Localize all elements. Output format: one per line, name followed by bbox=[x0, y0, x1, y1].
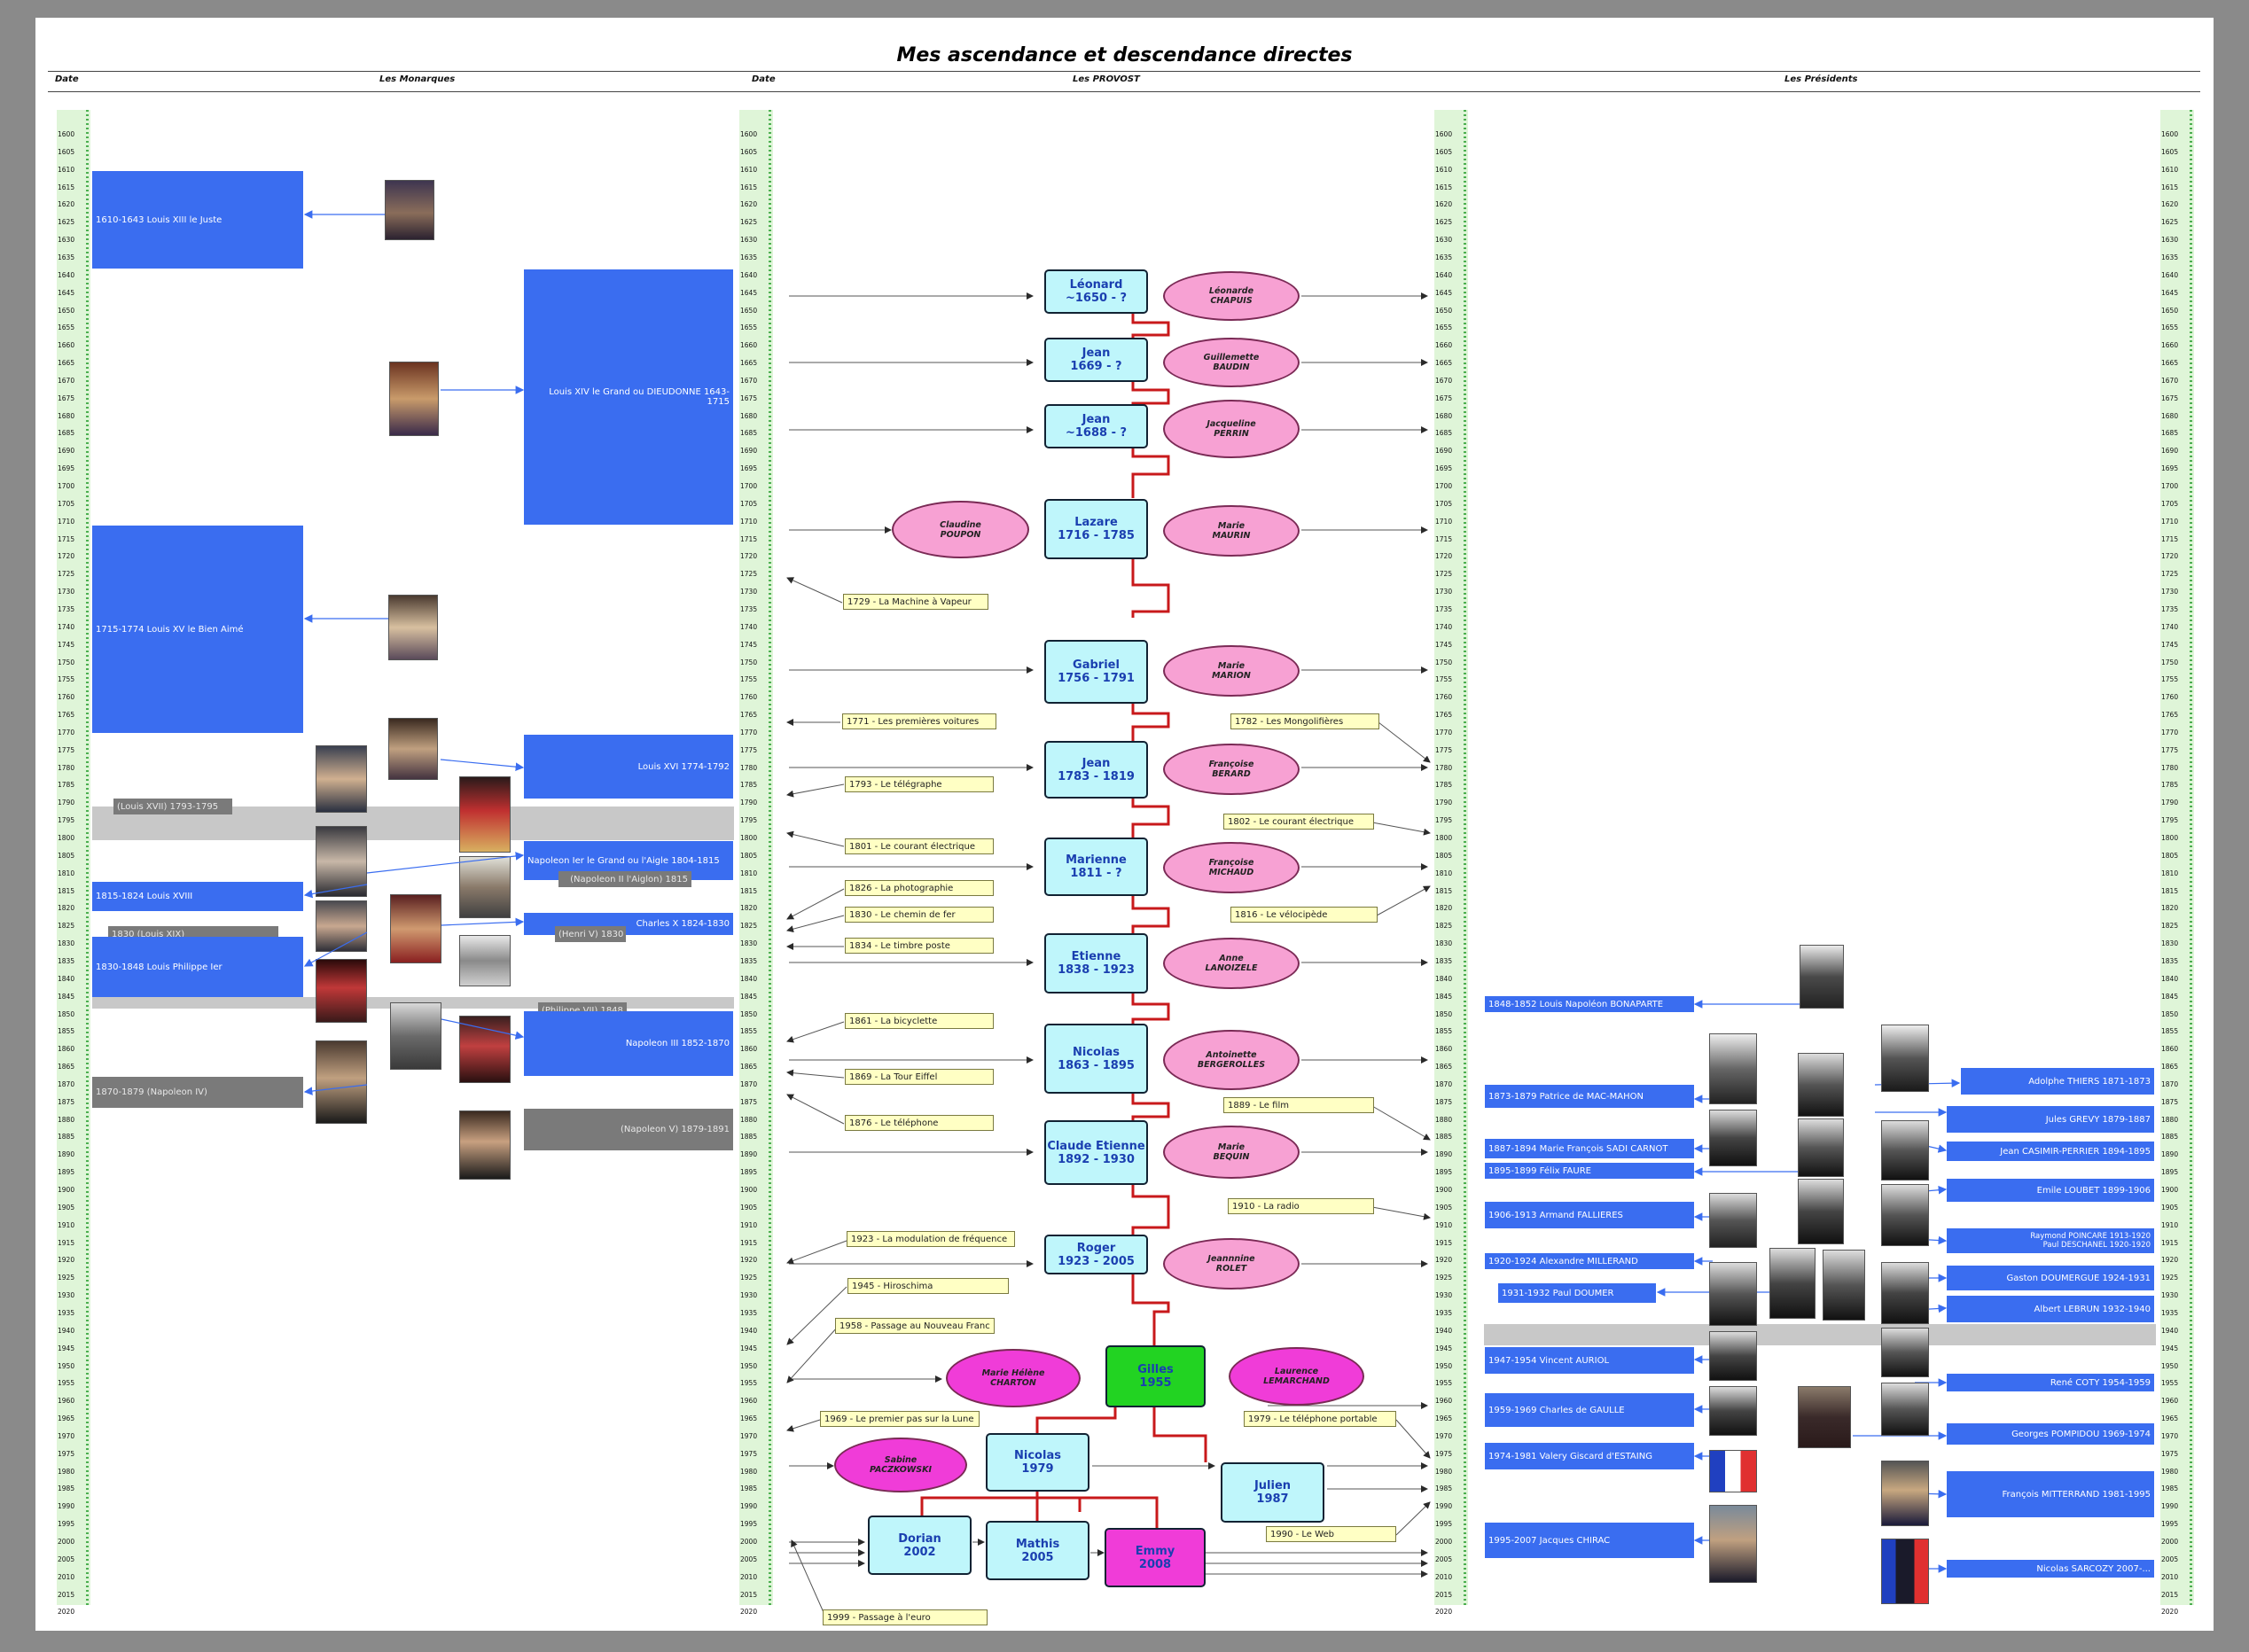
portrait-sarkozy bbox=[1881, 1539, 1929, 1604]
president-mitterrand: François MITTERRAND 1981-1995 bbox=[1947, 1471, 2154, 1517]
president-de-gaulle: 1959-1969 Charles de GAULLE bbox=[1485, 1393, 1694, 1427]
spouse-chapuis: LéonardeCHAPUIS bbox=[1163, 271, 1300, 321]
president-lebrun: Albert LEBRUN 1932-1940 bbox=[1947, 1296, 2154, 1322]
president-loubet: Emile LOUBET 1899-1906 bbox=[1947, 1179, 2154, 1202]
portrait-fallieres bbox=[1709, 1193, 1757, 1248]
president-pompidou: Georges POMPIDOU 1969-1974 bbox=[1947, 1423, 2154, 1445]
spouse-rolet: JeannnineROLET bbox=[1163, 1238, 1300, 1290]
portrait-doumer bbox=[1709, 1262, 1757, 1326]
event-1834: 1834 - Le timbre poste bbox=[845, 938, 994, 954]
portrait-loubet bbox=[1798, 1179, 1844, 1244]
event-1793: 1793 - Le télégraphe bbox=[845, 776, 994, 792]
president-thiers: Adolphe THIERS 1871-1873 bbox=[1961, 1068, 2154, 1095]
portrait-auriol bbox=[1709, 1331, 1757, 1381]
person-roger: Roger1923 - 2005 bbox=[1044, 1235, 1148, 1274]
president-grevy: Jules GREVY 1879-1887 bbox=[1947, 1106, 2154, 1133]
portrait-casimir-perrier bbox=[1881, 1120, 1929, 1181]
event-1923: 1923 - La modulation de fréquence bbox=[847, 1231, 1015, 1247]
person-gilles: Gilles1955 bbox=[1105, 1345, 1206, 1407]
event-1802: 1802 - Le courant électrique bbox=[1223, 814, 1374, 830]
spouse-michaud: FrançoiseMICHAUD bbox=[1163, 842, 1300, 893]
person-nicolas-1863: Nicolas1863 - 1895 bbox=[1044, 1024, 1148, 1094]
event-1990: 1990 - Le Web bbox=[1266, 1526, 1396, 1542]
portrait-coty bbox=[1798, 1386, 1851, 1448]
event-1816: 1816 - Le vélocipède bbox=[1230, 907, 1378, 923]
event-1979: 1979 - Le téléphone portable bbox=[1244, 1411, 1396, 1427]
event-1910: 1910 - La radio bbox=[1228, 1198, 1374, 1214]
event-1830: 1830 - Le chemin de fer bbox=[845, 907, 994, 923]
portrait-lebrun bbox=[1881, 1328, 1929, 1377]
event-1999: 1999 - Passage à l'euro bbox=[823, 1609, 988, 1625]
person-julien: Julien1987 bbox=[1221, 1462, 1324, 1523]
portrait-poincare bbox=[1881, 1184, 1929, 1246]
president-fallieres: 1906-1913 Armand FALLIERES bbox=[1485, 1202, 1694, 1228]
portrait-sadi-carnot bbox=[1709, 1110, 1757, 1166]
person-marienne: Marienne1811 - ? bbox=[1044, 838, 1148, 896]
event-1771: 1771 - Les premières voitures bbox=[842, 713, 996, 729]
event-1729: 1729 - La Machine à Vapeur bbox=[843, 594, 988, 610]
spouse-berard: FrançoiseBERARD bbox=[1163, 744, 1300, 795]
portrait-bonaparte bbox=[1800, 945, 1844, 1009]
president-sadi-carnot: 1887-1894 Marie François SADI CARNOT bbox=[1485, 1139, 1694, 1158]
spouse-perrin: JacquelinePERRIN bbox=[1163, 400, 1300, 458]
event-1876: 1876 - Le téléphone bbox=[845, 1115, 994, 1131]
spouse-baudin: GuillemetteBAUDIN bbox=[1163, 338, 1300, 387]
portrait-doumergue bbox=[1769, 1248, 1816, 1319]
person-gabriel: Gabriel1756 - 1791 bbox=[1044, 640, 1148, 704]
portrait-faure bbox=[1798, 1118, 1844, 1177]
event-1889: 1889 - Le film bbox=[1223, 1097, 1374, 1113]
spouse-marion: MarieMARION bbox=[1163, 645, 1300, 697]
spouse-bergerolles: AntoinetteBERGEROLLES bbox=[1163, 1030, 1300, 1090]
event-1869: 1869 - La Tour Eiffel bbox=[845, 1069, 994, 1085]
person-etienne: Etienne1838 - 1923 bbox=[1044, 933, 1148, 994]
person-jean-1688: Jean~1688 - ? bbox=[1044, 404, 1148, 448]
person-mathis: Mathis2005 bbox=[986, 1521, 1089, 1580]
person-leonard: Léonard~1650 - ? bbox=[1044, 269, 1148, 314]
spouse-bequin: MarieBEQUIN bbox=[1163, 1126, 1300, 1179]
portrait-thiers bbox=[1881, 1025, 1929, 1092]
president-coty: René COTY 1954-1959 bbox=[1947, 1374, 2154, 1391]
portrait-pompidou bbox=[1881, 1383, 1929, 1436]
person-lazare: Lazare1716 - 1785 bbox=[1044, 499, 1148, 559]
event-1826: 1826 - La photographie bbox=[845, 880, 994, 896]
portrait-giscard bbox=[1709, 1450, 1757, 1492]
president-auriol: 1947-1954 Vincent AURIOL bbox=[1485, 1347, 1694, 1374]
event-1969: 1969 - Le premier pas sur la Lune bbox=[820, 1411, 980, 1427]
portrait-millerand bbox=[1823, 1250, 1865, 1321]
president-poincare-deschanel: Raymond POINCARE 1913-1920Paul DESCHANEL… bbox=[1947, 1228, 2154, 1253]
event-1958: 1958 - Passage au Nouveau Franc bbox=[835, 1318, 995, 1334]
portrait-mitterrand bbox=[1881, 1461, 1929, 1526]
portrait-de-gaulle bbox=[1709, 1386, 1757, 1436]
person-claude-etienne: Claude Etienne1892 - 1930 bbox=[1044, 1120, 1148, 1185]
president-millerand: 1920-1924 Alexandre MILLERAND bbox=[1485, 1253, 1694, 1269]
president-chirac: 1995-2007 Jacques CHIRAC bbox=[1485, 1523, 1694, 1558]
president-doumer: 1931-1932 Paul DOUMER bbox=[1498, 1283, 1656, 1303]
spouse-lemarchand: LaurenceLEMARCHAND bbox=[1229, 1347, 1364, 1406]
portrait-chirac bbox=[1709, 1505, 1757, 1583]
portrait-mac-mahon bbox=[1709, 1033, 1757, 1104]
president-mac-mahon: 1873-1879 Patrice de MAC-MAHON bbox=[1485, 1085, 1694, 1108]
president-doumergue: Gaston DOUMERGUE 1924-1931 bbox=[1947, 1266, 2154, 1290]
president-sarkozy: Nicolas SARCOZY 2007-... bbox=[1947, 1560, 2154, 1578]
president-giscard: 1974-1981 Valery Giscard d'ESTAING bbox=[1485, 1443, 1694, 1469]
spouse-poupon: ClaudinePOUPON bbox=[892, 501, 1029, 558]
spouse-maurin: MarieMAURIN bbox=[1163, 505, 1300, 557]
president-casimir-perrier: Jean CASIMIR-PERRIER 1894-1895 bbox=[1947, 1142, 2154, 1161]
event-1945: 1945 - Hiroschima bbox=[847, 1278, 1009, 1294]
event-1861: 1861 - La bicyclette bbox=[845, 1013, 994, 1029]
portrait-grevy bbox=[1798, 1053, 1844, 1117]
event-1782: 1782 - Les Mongolifières bbox=[1230, 713, 1379, 729]
spouse-charton: Marie HélèneCHARTON bbox=[946, 1349, 1081, 1407]
president-bonaparte: 1848-1852 Louis Napoléon BONAPARTE bbox=[1485, 996, 1694, 1012]
portrait-deschanel bbox=[1881, 1262, 1929, 1324]
person-nicolas-1979: Nicolas1979 bbox=[986, 1433, 1089, 1492]
president-faure: 1895-1899 Félix FAURE bbox=[1485, 1163, 1694, 1179]
person-emmy: Emmy2008 bbox=[1105, 1528, 1206, 1587]
event-1801: 1801 - Le courant électrique bbox=[845, 838, 994, 854]
